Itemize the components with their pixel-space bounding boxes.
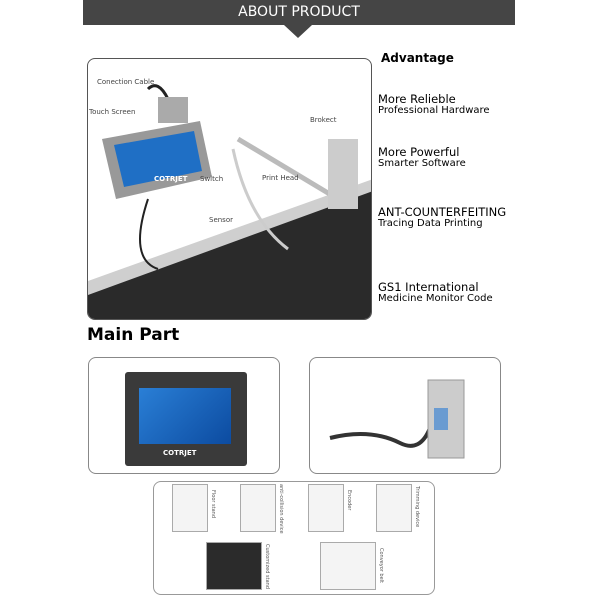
banner-arrow [284, 25, 312, 38]
accessory-label: anti-collision device [278, 484, 284, 534]
accessories-card: Floor stand anti-collision device Encode… [153, 481, 435, 595]
accessory-label: Conveyor belt [378, 548, 384, 584]
floor-stand-image [172, 484, 208, 532]
advantage-title-text: More Powerful [378, 145, 460, 159]
print-head-card [309, 357, 501, 474]
product-diagram: Conection Cable Touch Screen Brokect Pri… [87, 58, 372, 320]
advantage-title-text: GS1 International [378, 280, 479, 294]
accessory-label: Floor stand [210, 490, 216, 519]
brand-logo: COTRJET [163, 449, 197, 457]
label-sensor: Sensor [209, 216, 233, 224]
label-touch-screen: Touch Screen [89, 108, 136, 116]
controller-image: COTRJET [125, 372, 247, 466]
advantage-subtitle: Smarter Software [378, 158, 466, 169]
advantage-title-text: ANT-COUNTERFEITING [378, 205, 507, 219]
advantage-title: Advantage [381, 51, 454, 65]
anti-collision-image [240, 484, 276, 532]
accessory-label: Customized stand [264, 544, 270, 589]
advantage-subtitle: Medicine Monitor Code [378, 293, 493, 304]
printer-illustration [88, 84, 371, 319]
main-part-title: Main Part [87, 325, 180, 345]
accessory-label: Encoder [346, 490, 352, 511]
accessory-label: Trimming device [414, 486, 420, 528]
label-bracket: Brokect [310, 116, 337, 124]
print-head-image [329, 379, 465, 459]
advantage-subtitle: Tracing Data Printing [378, 218, 483, 229]
trimming-device-image [376, 484, 412, 532]
brand-logo: COTRJET [154, 175, 188, 183]
about-product-banner: ABOUT PRODUCT [83, 0, 515, 25]
label-switch: Switch [200, 175, 224, 183]
advantage-title-text: More Relieble [378, 92, 456, 106]
customized-stand-image [206, 542, 262, 590]
label-print-head: Print Head [262, 174, 299, 182]
label-connection-cable: Conection Cable [97, 78, 155, 86]
controller-card: COTRJET [88, 357, 280, 474]
conveyor-belt-image [320, 542, 376, 590]
advantage-subtitle: Professional Hardware [378, 105, 490, 116]
encoder-image [308, 484, 344, 532]
